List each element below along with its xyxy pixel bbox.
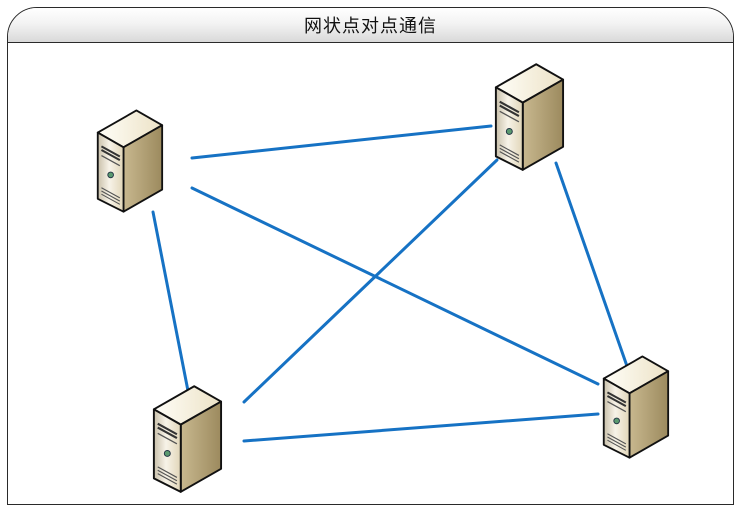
server-top-right-icon (494, 63, 565, 171)
server-bottom-left-icon (152, 385, 223, 493)
link-topright-bottomleft (242, 158, 499, 404)
link-topleft-bottomleft (151, 210, 191, 398)
links-layer (151, 124, 630, 443)
diagram-frame: 网状点对点通信 (7, 7, 734, 505)
link-topleft-topright (190, 124, 493, 160)
link-topright-bottomright (554, 161, 630, 371)
diagram-title: 网状点对点通信 (304, 16, 437, 37)
server-top-left-icon (96, 109, 164, 213)
server-bottom-right-icon (602, 355, 670, 459)
link-topleft-bottomright (190, 186, 600, 386)
link-bottomleft-bottomright (242, 412, 600, 443)
title-bar: 网状点对点通信 (8, 8, 733, 43)
